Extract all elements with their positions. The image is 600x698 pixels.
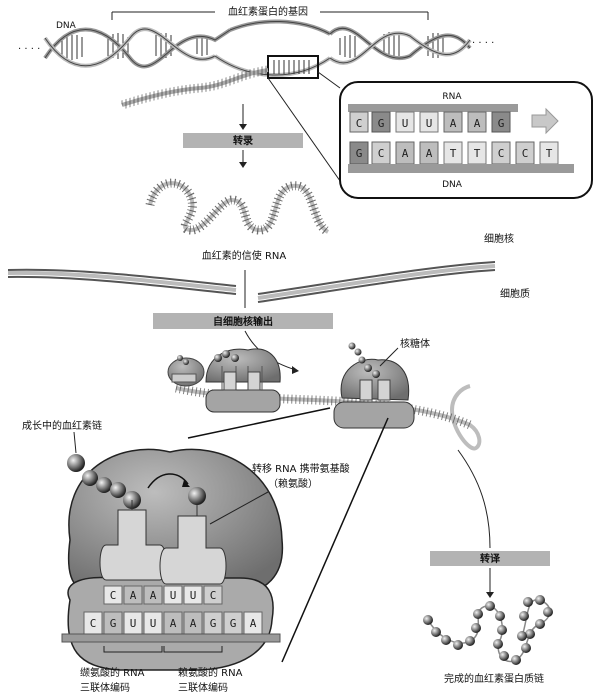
ribo-upper-base-0: C [110, 589, 117, 602]
ribosome-right [333, 342, 415, 429]
export-band [153, 313, 333, 329]
ribo-upper-base-2: A [150, 589, 157, 602]
dna-base-0: G [356, 147, 363, 160]
rna-base-6: G [498, 117, 505, 130]
emerging-rna-strand [120, 65, 269, 110]
codon-bracket-right [163, 646, 223, 653]
dna-base-4: T [450, 147, 457, 160]
ribo-lower-base-6: G [210, 617, 217, 630]
ellipsis-left: · · · · [18, 44, 40, 55]
zoom-line-ribosome-right [281, 417, 389, 663]
dna-base-6: C [498, 147, 505, 160]
codon-right-line2: 三联体编码 [178, 681, 228, 694]
arrow-head-1 [239, 124, 247, 130]
dna-base-5: T [474, 147, 481, 160]
rna-base-4: A [450, 117, 457, 130]
zoom-connector-right [317, 71, 341, 89]
trna-label-line2: （赖氨酸） [268, 477, 318, 490]
dna-base-3: A [426, 147, 433, 160]
translation-band [430, 551, 550, 566]
mrna-label: 血红素的信使 RNA [202, 249, 287, 262]
ribosome-enlarged: C A A U U C C G U U A A G G A [61, 448, 284, 671]
ribosome-pointer [379, 347, 399, 367]
zoom-rna-label: RNA [442, 92, 462, 102]
zoom-dna-label: DNA [442, 180, 463, 190]
ribo-lower-base-1: G [110, 617, 117, 630]
final-protein-chain [423, 595, 553, 665]
dna-base-8: T [546, 147, 553, 160]
direction-arrow-icon [531, 107, 559, 135]
arrow-head-3 [292, 366, 299, 374]
nucleus-label: 细胞核 [484, 232, 514, 245]
zoom-line-ribosome-left [187, 407, 331, 439]
transcription-label: 转录 [233, 134, 253, 147]
rna-backbone [348, 104, 518, 112]
dna-base-row: G C A A T T C C T [349, 141, 559, 165]
ribo-upper-base-5: C [210, 589, 217, 602]
cytoplasm-label: 细胞质 [500, 287, 530, 300]
ribo-lower-base-0: C [90, 617, 97, 630]
codon-bracket-left [103, 646, 163, 653]
codon-left-line2: 三联体编码 [80, 681, 130, 694]
arrow-to-translation [457, 449, 491, 549]
rna-base-3: U [426, 117, 433, 130]
ribo-lower-base-2: U [130, 617, 137, 630]
codon-left-line1: 缬氨酸的 RNA [80, 666, 145, 679]
ribo-lower-base-7: G [230, 617, 237, 630]
final-chain-label: 完成的血红素蛋白质链 [444, 672, 544, 685]
rna-base-0: C [356, 117, 363, 130]
rna-base-2: U [402, 117, 409, 130]
dna-base-7: C [522, 147, 529, 160]
trna-pointer [209, 491, 269, 525]
growing-chain-pointer [73, 431, 77, 454]
arrow-head-4 [486, 592, 494, 598]
rna-base-5: A [474, 117, 481, 130]
ribo-lower-base-4: A [170, 617, 177, 630]
ribosome-small [167, 355, 205, 387]
rna-base-1: G [378, 117, 385, 130]
ribo-lower-base-5: A [190, 617, 197, 630]
zoom-box: RNA C G U U A A G [339, 81, 593, 199]
zoom-connector-left [267, 77, 353, 199]
nuclear-membrane [7, 261, 496, 303]
growing-chain-label: 成长中的血红素链 [22, 419, 102, 432]
codon-right-line1: 赖氨酸的 RNA [178, 666, 243, 679]
dna-backbone [348, 164, 574, 173]
dna-base-1: C [378, 147, 385, 160]
ribosome-label: 核糖体 [400, 337, 430, 350]
ellipsis-right: · · · · [472, 38, 494, 49]
mrna-translation-strand [175, 383, 482, 451]
ribo-upper-base-3: U [170, 589, 177, 602]
rna-base-row: C G U U A A G [349, 111, 511, 133]
ribo-upper-base-4: U [190, 589, 197, 602]
mrna-coil [145, 178, 331, 236]
gene-bracket [111, 11, 429, 20]
translation-label: 转译 [480, 552, 501, 565]
ribo-lower-base-8: A [250, 617, 257, 630]
ribo-lower-base-3: U [150, 617, 157, 630]
dna-base-2: A [402, 147, 409, 160]
arrow-head-2 [239, 162, 247, 168]
ribo-upper-base-1: A [130, 589, 137, 602]
export-label: 自细胞核输出 [213, 315, 273, 328]
ribosome-middle [205, 348, 281, 413]
trna-label-line1: 转移 RNA 携带氨基酸 [252, 462, 350, 475]
dna-top-label: DNA [56, 21, 77, 31]
dna-double-helix [43, 19, 472, 79]
gene-label: 血红素蛋白的基因 [228, 5, 308, 18]
transcription-band [183, 133, 303, 148]
